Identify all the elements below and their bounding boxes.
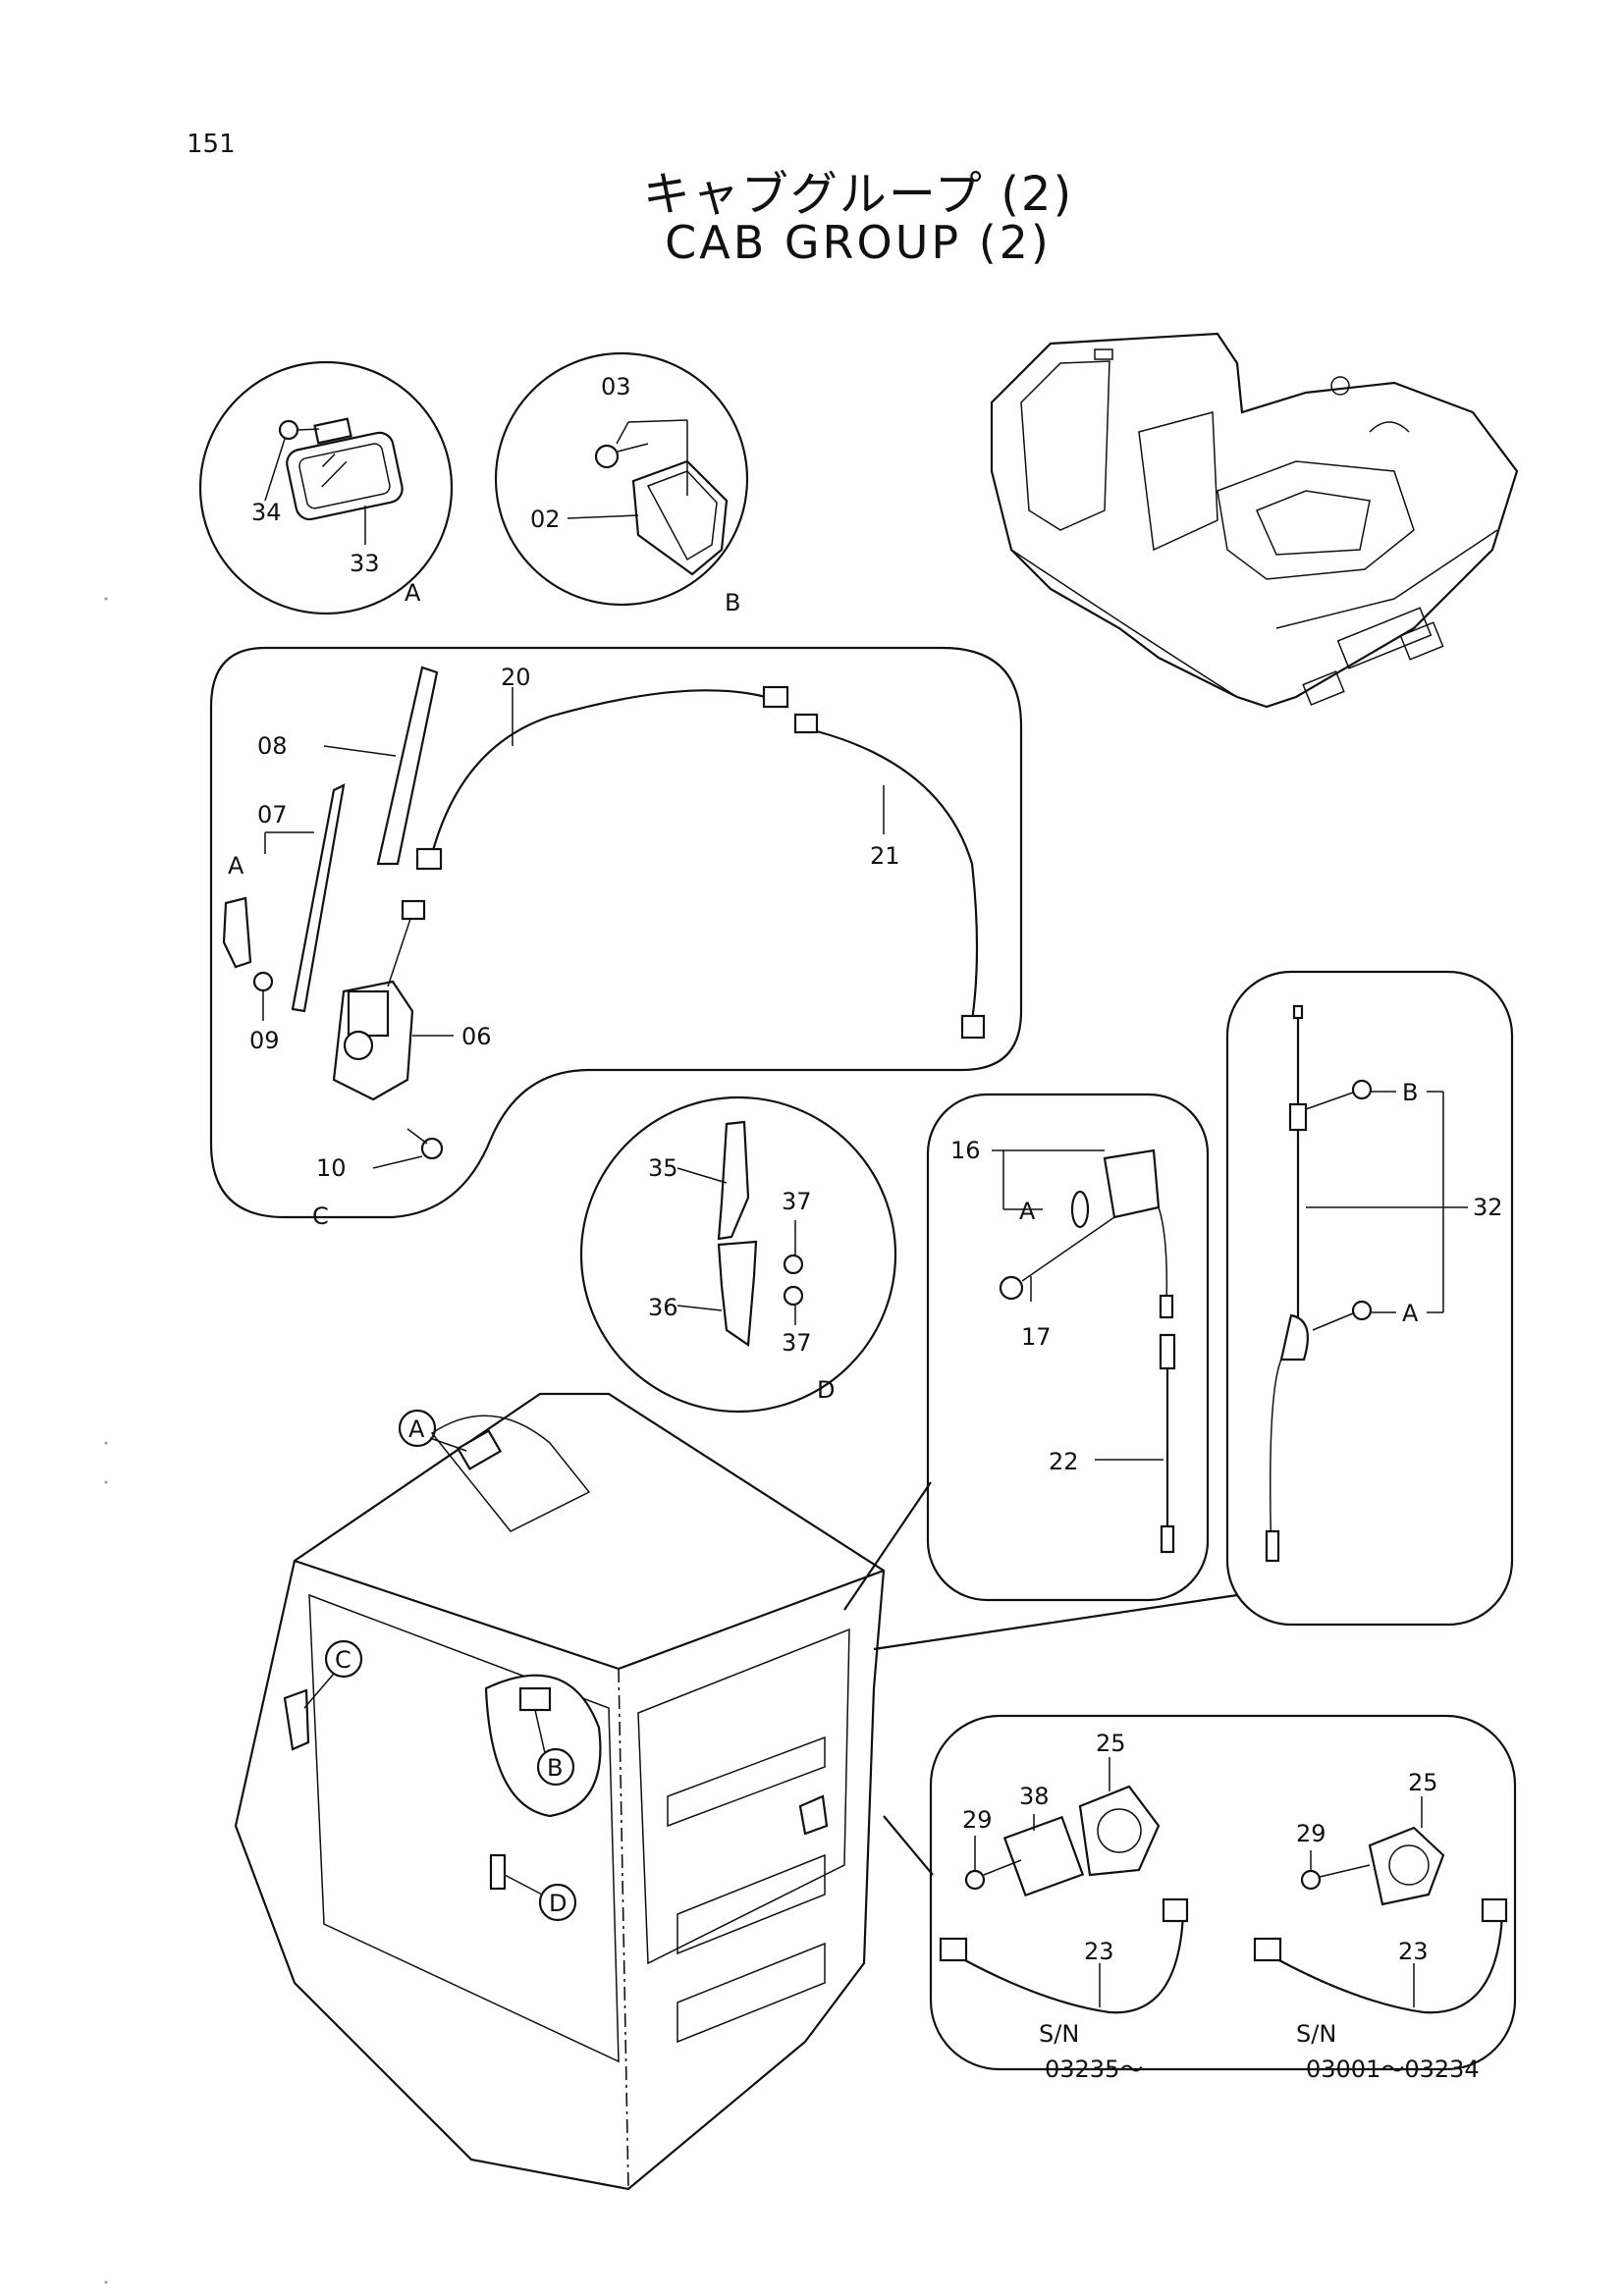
speaker-bracket-38: [1002, 1815, 1085, 1897]
speaker-25-right: [1368, 1826, 1445, 1906]
callout-32: 32: [1473, 1194, 1503, 1221]
wiper-blade: [376, 666, 439, 866]
callout-03: 03: [601, 373, 631, 400]
serial-right-range: 03001～03234: [1306, 2056, 1480, 2083]
harness-22-connector: [1159, 1333, 1176, 1370]
handle-part: [631, 459, 729, 576]
detail-dome-lamp: 16 A 17 22: [926, 1093, 1210, 1602]
detail-c-wiper: 08 07 A 09 06 10 20: [209, 646, 1023, 1230]
callout-37-lower: 37: [782, 1329, 812, 1357]
callout-36: 36: [648, 1294, 678, 1321]
bolt-b-antenna: [1351, 1079, 1373, 1100]
nut-09: [252, 971, 274, 992]
cab-door-window: [1020, 360, 1110, 531]
detail-letter-a-inset: A: [228, 852, 244, 880]
detail-letter-c: C: [312, 1202, 329, 1230]
callout-02: 02: [530, 506, 561, 533]
callout-29-left: 29: [962, 1806, 993, 1834]
detail-letter-d: D: [817, 1376, 835, 1404]
serial-right-label: S/N: [1296, 2020, 1336, 2048]
screw-17: [999, 1275, 1024, 1301]
dome-lamp: [1103, 1148, 1161, 1219]
callout-16: 16: [950, 1137, 981, 1164]
detail-d-pedal: 35 36 37 37 D: [579, 1095, 897, 1414]
screw-29-left: [964, 1869, 986, 1891]
cab-callout-b: B: [547, 1754, 563, 1782]
callout-37-upper: 37: [782, 1188, 812, 1215]
cab-callout-a: A: [408, 1415, 425, 1443]
detail-speaker: 25 38 29 23 S/N 03235～ 25 29 23 S/N 0300…: [929, 1714, 1517, 2083]
title-english: CAB GROUP (2): [665, 216, 1052, 269]
callout-09: 09: [249, 1027, 280, 1054]
detail-a-mirror: 34 33 A: [198, 360, 454, 615]
serial-left-range: 03235～: [1045, 2056, 1143, 2083]
cab-assembly: A B C D: [234, 1392, 1238, 2191]
detail-letter-b: B: [725, 589, 740, 616]
callout-20: 20: [501, 664, 531, 691]
cab-side-window: [1138, 411, 1218, 552]
callout-10: 10: [316, 1154, 347, 1182]
bolt-a-antenna: [1351, 1300, 1373, 1321]
detail-letter-a-lamp: A: [1019, 1198, 1036, 1225]
callout-07: 07: [257, 801, 288, 828]
cab-callout-d: D: [549, 1890, 567, 1917]
callout-29-right: 29: [1296, 1820, 1326, 1847]
bolt-37-lower: [783, 1285, 804, 1307]
bolt-34: [278, 419, 299, 441]
callout-17: 17: [1021, 1323, 1052, 1351]
wiper-arm: [291, 783, 346, 1013]
page-number: 151: [187, 130, 236, 159]
detail-letter-a: A: [405, 579, 421, 607]
bolt-37-upper: [783, 1254, 804, 1275]
callout-06: 06: [461, 1023, 492, 1050]
mirror-part: [286, 431, 404, 521]
callout-35: 35: [648, 1154, 678, 1182]
callout-33: 33: [350, 550, 380, 577]
serial-left-label: S/N: [1039, 2020, 1079, 2048]
callout-25-left: 25: [1096, 1730, 1126, 1757]
cab-callout-c: C: [335, 1646, 352, 1674]
detail-letter-b-antenna: B: [1402, 1079, 1418, 1106]
excavator-upper-structure: [990, 332, 1519, 709]
callout-08: 08: [257, 732, 288, 760]
pedal-lever: [717, 1120, 750, 1241]
title-japanese: キャブグループ (2): [642, 167, 1074, 222]
callout-25-right: 25: [1408, 1769, 1438, 1796]
callout-38: 38: [1019, 1783, 1050, 1810]
callout-21: 21: [870, 842, 900, 870]
engine-hood: [1217, 460, 1415, 580]
pedal-bracket: [717, 1240, 758, 1347]
callout-34: 34: [251, 499, 282, 526]
screw-29-right: [1300, 1869, 1322, 1891]
detail-letter-a-antenna: A: [1402, 1300, 1419, 1327]
detail-antenna: B A 32: [1225, 970, 1514, 1627]
bolt-03: [594, 444, 620, 469]
speaker-25-left: [1078, 1785, 1161, 1877]
callout-23-left: 23: [1084, 1938, 1114, 1965]
detail-b-handle: 03 02 B: [494, 351, 749, 616]
callout-22: 22: [1049, 1448, 1079, 1475]
callout-23-right: 23: [1398, 1938, 1429, 1965]
